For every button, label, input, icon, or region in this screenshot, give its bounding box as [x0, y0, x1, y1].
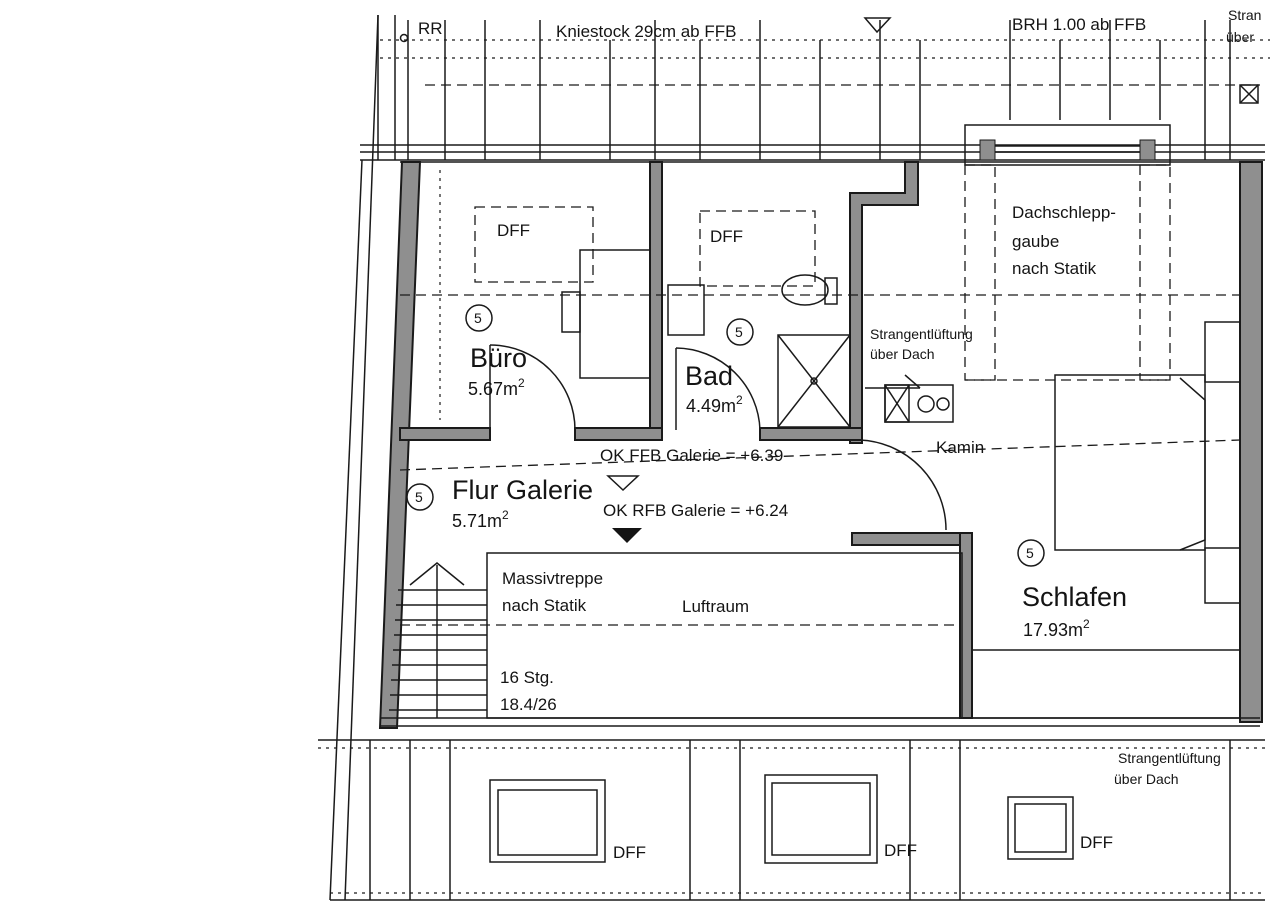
kamin-label: Kamin [936, 438, 984, 457]
staircase [389, 562, 487, 718]
room-name-schlafen: Schlafen [1022, 582, 1127, 612]
luftraum-label: Luftraum [682, 597, 749, 616]
ok-rfb-label: OK RFB Galerie = +6.24 [603, 501, 788, 520]
room-number-buero: 5 [474, 310, 482, 326]
ok-ffb-label: OK FFB Galerie = +6.39 [600, 446, 783, 465]
outer-edge-left [329, 14, 441, 901]
dff-label-buero: DFF [497, 221, 530, 240]
room-name-bad: Bad [685, 361, 733, 391]
gaube-label-line1: Dachschlepp- [1012, 203, 1116, 222]
room-area-buero: 5.67m2 [468, 376, 525, 399]
vent-label-line2: über Dach [870, 346, 935, 362]
gaube-label-line2: gaube [1012, 232, 1059, 251]
dff-label-bottom-2: DFF [884, 841, 917, 860]
stair-label-line1: Massivtreppe [502, 569, 603, 588]
room-number-schlafen: 5 [1026, 545, 1034, 561]
room-area-schlafen: 17.93m2 [1023, 617, 1090, 640]
roof-hatching-bottom [318, 739, 1265, 901]
strang-cut-label-1: Stran [1228, 7, 1261, 23]
furniture [399, 164, 1241, 719]
vent-label-line1: Strangentlüftung [870, 326, 973, 342]
dff-label-bad: DFF [710, 227, 743, 246]
rr-label: RR [418, 19, 443, 38]
room-area-flur: 5.71m2 [452, 508, 509, 531]
level-markers [606, 475, 642, 543]
room-number-flur: 5 [415, 489, 423, 505]
walls [378, 161, 1263, 729]
room-numbers [406, 304, 1045, 567]
steps-label-line1: 16 Stg. [500, 668, 554, 687]
brh-label: BRH 1.00 ab FFB [1012, 15, 1146, 34]
room-number-bad: 5 [735, 324, 743, 340]
room-name-flur: Flur Galerie [452, 475, 593, 505]
dff-label-bottom-1: DFF [613, 843, 646, 862]
bottom-vent-label-line1: Strangentlüftung [1118, 750, 1221, 766]
room-name-buero: Büro [470, 343, 527, 373]
bottom-vent-label-line2: über Dach [1114, 771, 1179, 787]
kniestock-label: Kniestock 29cm ab FFB [556, 22, 736, 41]
roof-hatching-top [360, 15, 1270, 166]
strang-cut-label-2: über [1226, 29, 1254, 45]
steps-label-line2: 18.4/26 [500, 695, 557, 714]
gaube-label-line3: nach Statik [1012, 259, 1097, 278]
dff-label-bottom-3: DFF [1080, 833, 1113, 852]
room-area-bad: 4.49m2 [686, 393, 743, 416]
stair-label-line2: nach Statik [502, 596, 587, 615]
